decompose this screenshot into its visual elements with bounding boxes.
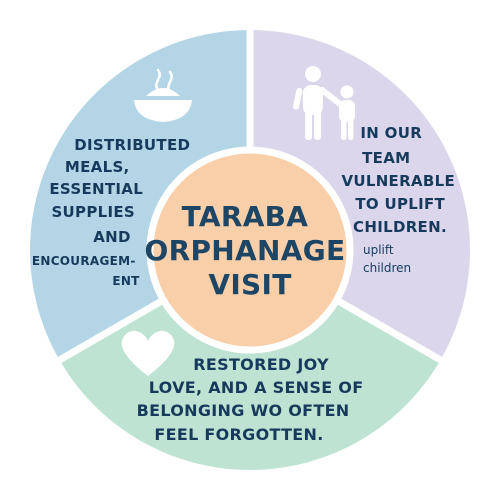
center-circle — [146, 146, 354, 354]
right-segment-line: TO UPLIFT — [355, 195, 445, 213]
bottom-segment-line: BELONGING WO OFTEN — [137, 401, 350, 420]
right-segment-subline: uplift — [363, 243, 394, 257]
adult-and-child-icon — [293, 66, 355, 140]
left-segment-line: AND — [93, 228, 131, 246]
bottom-segment-line: LOVE, AND A SENSE OF — [149, 378, 364, 397]
right-segment-line: IN OUR — [360, 124, 422, 142]
center-title-line: VISIT — [208, 268, 291, 301]
left-segment-line: MEALS, — [65, 158, 130, 176]
center-title-line: ORPHANAGE — [145, 234, 346, 267]
right-segment-line: TEAM — [362, 149, 410, 167]
center-title-line: TARABA — [182, 200, 309, 233]
left-segment-line: ENCOURAGEM- — [32, 254, 136, 268]
right-segment-subline: children — [363, 261, 411, 275]
right-segment-line: VULNERABLE — [341, 172, 455, 190]
segment-bottom — [59, 250, 441, 470]
right-segment-text: IN OUR TEAM VULNERABLE TO UPLIFT CHILDRE… — [341, 124, 460, 236]
bottom-segment-line: FEEL FORGOTTEN. — [154, 425, 323, 444]
heart-icon — [121, 330, 175, 376]
left-segment-line: DISTRIBUTED — [74, 136, 190, 154]
left-segment-text-small: ENCOURAGEM- ENT — [32, 254, 140, 288]
bottom-segment-text: RESTORED JOY LOVE, AND A SENSE OF BELONG… — [137, 355, 370, 444]
left-segment-line: SUPPLIES — [51, 203, 135, 221]
right-segment-subtext: uplift children — [363, 243, 411, 275]
steaming-food-bowl-icon — [134, 68, 192, 122]
bottom-segment-line: RESTORED JOY — [193, 355, 329, 374]
left-segment-text: DISTRIBUTED MEALS, ESSENTIAL SUPPLIES AN… — [49, 136, 195, 246]
left-segment-line: ENT — [112, 274, 140, 288]
right-segment-line: CHILDREN. — [353, 218, 447, 236]
center-title: TARABA ORPHANAGE VISIT — [145, 200, 356, 301]
left-segment-line: ESSENTIAL — [49, 180, 143, 198]
